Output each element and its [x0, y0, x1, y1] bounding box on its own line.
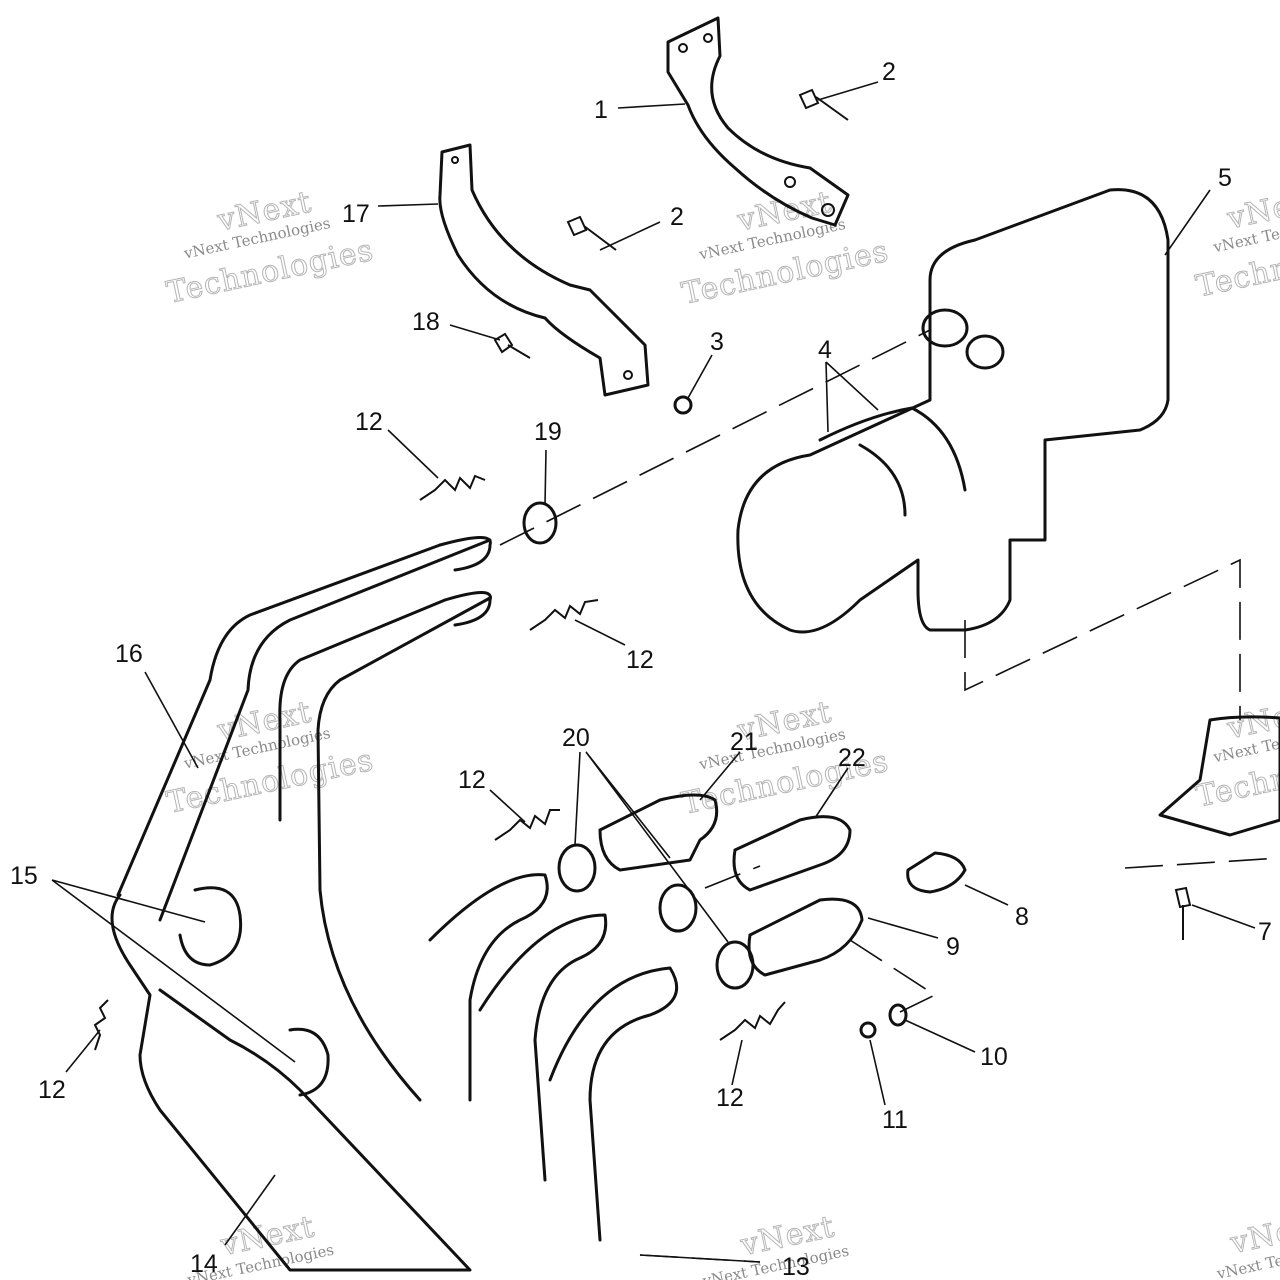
callout-10: 10 [980, 1043, 1008, 1071]
exhaust-pipes [116, 536, 679, 1242]
centerline-mount [964, 558, 1241, 720]
gasket-8 [906, 851, 967, 894]
seal-20a [557, 843, 597, 893]
clamp-4a [818, 406, 967, 492]
nut-3 [673, 395, 693, 415]
bracket-lower [438, 143, 650, 397]
manifold-21 [598, 793, 719, 872]
callout-labels: 1 2 2 3 4 5 7 8 9 10 11 12 12 12 12 12 1… [10, 58, 1272, 1280]
callout-2: 2 [882, 58, 896, 86]
muffler-outlet [965, 334, 1005, 370]
spring-12d [719, 1001, 786, 1041]
muffler-inlet [921, 308, 969, 348]
callout-1: 1 [594, 96, 608, 124]
watermark: vNext vNext Technologies [1214, 1207, 1280, 1280]
centerline-stud [849, 939, 937, 1013]
callout-12: 12 [38, 1076, 66, 1104]
callout-8: 8 [1015, 903, 1029, 931]
fasteners [493, 88, 1192, 1039]
watermark: vNext vNext Technologies Technologies [163, 184, 377, 311]
nut-11 [859, 1021, 877, 1039]
seal-20b [658, 883, 698, 933]
manifold-9 [747, 897, 864, 977]
callout-2: 2 [670, 203, 684, 231]
manifold-22 [732, 815, 852, 892]
grommet-19 [522, 501, 558, 545]
callout-13: 13 [782, 1253, 810, 1280]
washer-10 [888, 1003, 908, 1027]
bracket-upper [666, 16, 850, 227]
bolt-18 [493, 332, 531, 359]
callout-5: 5 [1218, 164, 1232, 192]
bolt-2-upper [798, 88, 849, 121]
callout-20: 20 [562, 724, 590, 752]
callout-9: 9 [946, 933, 960, 961]
centerline-pipe [704, 865, 761, 889]
sockets [522, 501, 1280, 990]
spring-12b [529, 599, 599, 631]
centerline-bolt [1124, 857, 1280, 869]
spring-mount-15b [288, 1027, 330, 1097]
spring-12c [494, 809, 560, 841]
callout-18: 18 [412, 308, 440, 336]
leader-lines [51, 81, 1256, 1263]
callout-12: 12 [458, 766, 486, 794]
callout-12: 12 [716, 1084, 744, 1112]
bolt-7 [1174, 886, 1192, 940]
callout-16: 16 [115, 640, 143, 668]
callout-12: 12 [626, 646, 654, 674]
callout-22: 22 [838, 744, 866, 772]
callout-11: 11 [882, 1106, 908, 1134]
springs [93, 474, 786, 1051]
spring-12a [419, 474, 486, 501]
callout-14: 14 [190, 1250, 218, 1278]
spring-12e [93, 999, 109, 1051]
callout-17: 17 [342, 200, 370, 228]
callout-3: 3 [710, 328, 724, 356]
callout-12: 12 [355, 408, 383, 436]
watermark: vNext vNext Technologies [700, 1209, 850, 1280]
centerline-muffler [499, 329, 931, 546]
callout-19: 19 [534, 418, 562, 446]
muffler [736, 188, 1170, 634]
watermark: vNext vNext Technologies Technologies [163, 694, 377, 821]
mount-6 [1158, 715, 1280, 837]
callout-4: 4 [818, 336, 832, 364]
spring-mount-15a [178, 886, 243, 967]
watermark: vNext vNext Technologies Technologies [678, 184, 892, 312]
bolt-2-lower [566, 215, 617, 251]
callout-21: 21 [730, 728, 758, 756]
clamp-4b [858, 443, 907, 517]
callout-15: 15 [10, 862, 38, 890]
callout-7: 7 [1258, 918, 1272, 946]
watermark: vNext vNext Technologies Technologies [1192, 692, 1280, 815]
expansion-chamber [110, 886, 472, 1272]
